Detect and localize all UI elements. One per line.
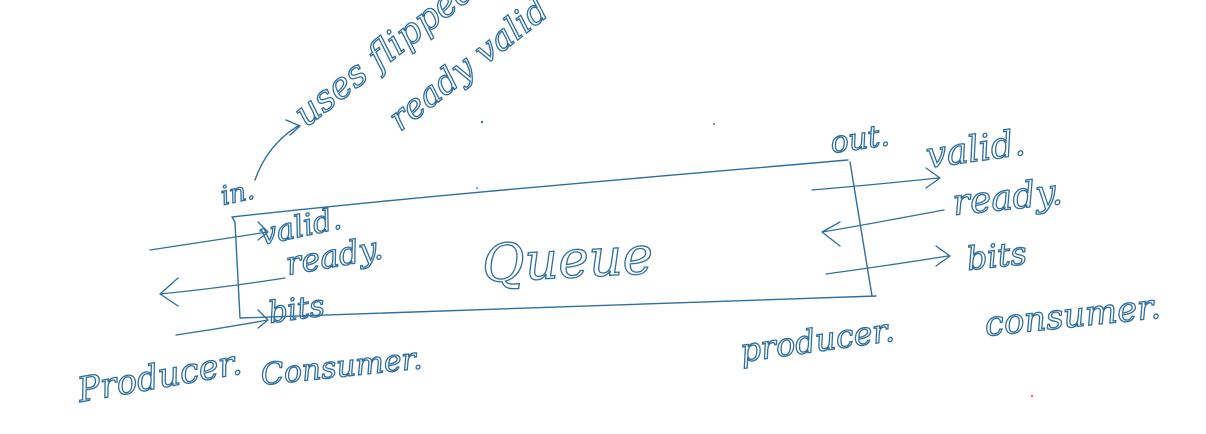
note-arrow bbox=[254, 119, 301, 181]
queue-label: Queue bbox=[481, 226, 655, 295]
out-valid-arrow bbox=[811, 167, 941, 191]
out-consumer-label: consumer. bbox=[983, 287, 1163, 345]
out-ready-label: ready. bbox=[951, 172, 1065, 224]
in-consumer-label: Consumer. bbox=[259, 341, 424, 393]
in-valid-arrow bbox=[149, 221, 269, 251]
out-port-name: out. bbox=[828, 118, 891, 161]
in-ready-arrow bbox=[159, 277, 286, 307]
out-bits-arrow bbox=[825, 245, 951, 275]
in-bits-arrow bbox=[175, 309, 269, 336]
out-valid-label: valid. bbox=[924, 122, 1028, 176]
in-producer-label: Producer. bbox=[74, 343, 245, 411]
stray-dot bbox=[480, 120, 484, 124]
stray-dot bbox=[713, 123, 715, 125]
in-bits-label: bits bbox=[266, 288, 327, 330]
stray-dot bbox=[476, 187, 478, 189]
queue-box bbox=[231, 159, 877, 319]
out-producer-label: producer. bbox=[738, 311, 897, 370]
in-port-name: in. bbox=[218, 176, 257, 212]
out-bits-label: bits bbox=[965, 234, 1029, 278]
out-ready-arrow bbox=[821, 209, 945, 247]
stray-dot bbox=[1031, 395, 1033, 397]
